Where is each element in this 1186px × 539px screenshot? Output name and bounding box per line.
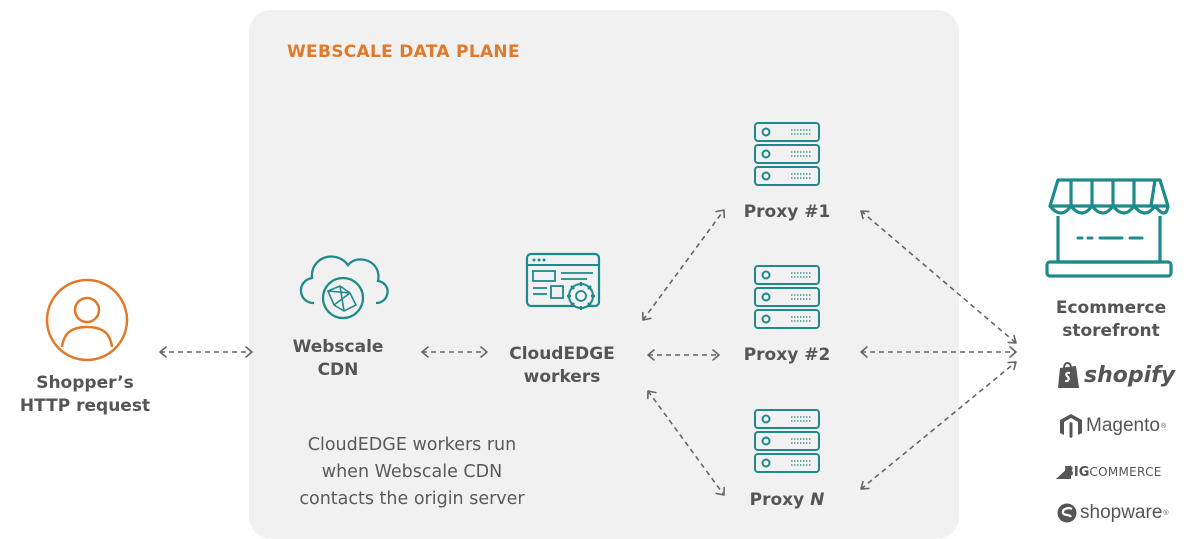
panel-title: WEBSCALE DATA PLANE — [287, 42, 520, 62]
registered-mark-icon: ® — [1160, 422, 1167, 430]
proxy-1-label: Proxy #1 — [743, 202, 831, 222]
shopware-mark-icon — [1057, 503, 1077, 523]
data-plane-panel — [249, 10, 959, 539]
shopify-logo: shopify — [1056, 360, 1175, 390]
bigcommerce-big: BIG — [1064, 464, 1090, 480]
magento-mark-icon — [1060, 414, 1082, 438]
shopify-wordmark: shopify — [1084, 362, 1176, 388]
shopware-logo: shopware ® — [1057, 502, 1169, 524]
arrow-workers-proxyN — [647, 390, 725, 496]
magento-logo: Magento ® — [1059, 413, 1166, 439]
bigcommerce-triangle-icon — [1056, 465, 1071, 479]
storefront-icon — [1045, 178, 1173, 278]
proxy-1-server-icon — [754, 122, 820, 186]
user-circle-icon — [45, 278, 129, 362]
cloud-globe-icon — [299, 255, 389, 320]
proxy-n-server-icon — [754, 409, 820, 473]
shopify-bag-icon — [1058, 362, 1079, 388]
bigcommerce-logo: BIG COMMERCE — [1054, 464, 1162, 480]
bigcommerce-commerce: COMMERCE — [1089, 465, 1162, 479]
arrow-workers-proxy1 — [642, 209, 725, 321]
browser-gear-icon — [525, 252, 601, 310]
arrow-proxy1-storefront — [860, 210, 1017, 344]
shopware-wordmark: shopware — [1080, 502, 1163, 523]
proxy-2-label: Proxy #2 — [743, 345, 831, 365]
magento-wordmark: Magento — [1086, 415, 1160, 436]
registered-mark-icon: ® — [1163, 509, 1169, 517]
proxy-2-server-icon — [754, 265, 820, 329]
proxy-n-label: Proxy N — [749, 490, 825, 510]
arrow-proxyN-storefront — [860, 361, 1017, 490]
